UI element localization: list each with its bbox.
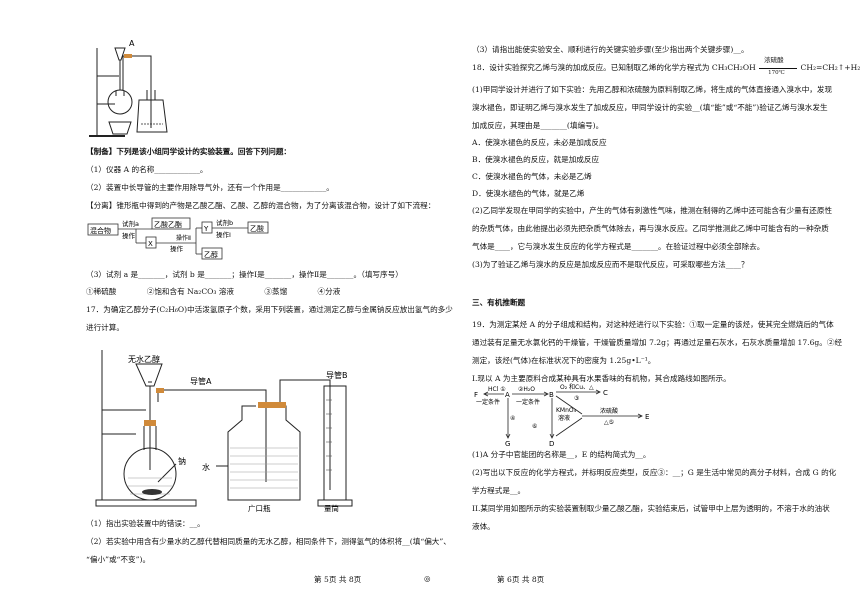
node-b: B xyxy=(549,391,554,399)
node-c: C xyxy=(603,389,608,397)
label-cylinder: 量筒 xyxy=(324,503,339,513)
flow-op-i: 操作Ⅰ xyxy=(216,230,231,239)
reaction-arrow: 浓硫酸 170℃ xyxy=(758,56,798,76)
question-17-2b: “偏小”或“不变”)。 xyxy=(86,555,151,564)
cond-solution: 溶液 xyxy=(558,414,570,422)
q18-p7: (3)为了验证乙烯与溴水的反应是加成反应而不是取代反应，可采取哪些方法____？ xyxy=(472,260,749,269)
footer-left: 第 5页 共 8页 xyxy=(314,575,362,584)
node-d: D xyxy=(549,440,554,448)
node-f: F xyxy=(474,391,478,399)
q19-sub2: (2)写出以下反应的化学方程式，并标明反应类型，反应③：__；G 是生活中常见的… xyxy=(472,468,837,477)
hydrogen-measurement-figure: 无水乙醇 导管A 导管B 钠 水 广口瓶 量筒 xyxy=(95,350,353,513)
label-tube-b: 导管B xyxy=(326,370,348,380)
q19-sub4: II.某同学用如图所示的实验装置制取少量乙酸乙酯，实验结束后，试管甲中上层为透明… xyxy=(472,504,830,513)
cond-h2o: ②H₂O xyxy=(518,386,535,393)
q18-p4: (2)乙同学发现在甲同学的实验中，产生的气体有刺激性气味，推测在制得的乙烯中还可… xyxy=(472,206,833,215)
flow-op: 操作 xyxy=(122,231,136,240)
question-3: （3）试剂 a 是_______，试剂 b 是_______；操作Ⅰ是_____… xyxy=(86,270,403,279)
label-tube-a: 导管A xyxy=(190,376,212,386)
question-1: （1）仪器 A 的名称____________。 xyxy=(86,165,208,174)
cond-o2cu: O₂ 和Cu、△ xyxy=(560,383,594,391)
question-18: 18．设计实验探究乙烯与溴的加成反应。已知制取乙烯的化学方程式为 CH₃CH₂O… xyxy=(472,56,860,76)
option-d: D．使溴水褪色的气体，就是乙烯 xyxy=(472,189,585,198)
node-e: E xyxy=(645,413,649,421)
q19-line3: 测定，该烃(气体)在标准状况下的密度为 1.25g•L⁻¹。 xyxy=(472,356,656,365)
q19-line4: I.现以 A 为主要原料合成某种具有水果香味的有机物，其合成路线如图所示。 xyxy=(472,374,731,383)
flow-op-ii: 操作Ⅱ xyxy=(176,234,191,242)
separation-intro: 【分离】锥形瓶中得到的产物是乙酸乙酯、乙酸、乙醇的混合物，为了分离该混合物，设计… xyxy=(86,201,436,210)
cond-5: △⑤ xyxy=(604,419,614,426)
section-heading: 三、有机推断题 xyxy=(472,298,526,307)
flow-y: Y xyxy=(203,225,209,233)
label-wide-bottle: 广口瓶 xyxy=(248,503,271,513)
q18-p3: 加成反应，其理由是_______(填编号)。 xyxy=(472,121,604,130)
flow-x: X xyxy=(148,240,153,248)
prep-intro: 【制备】下列是该小组同学设计的实验装置。回答下列问题： xyxy=(86,147,292,156)
cond-3: ③ xyxy=(574,395,579,402)
footer-mid: ◎ xyxy=(424,574,431,583)
separation-flowchart: 混合物 试剂a 操作 乙酸乙酯 X 操作 Y 试剂b 操作Ⅰ 乙酸 操作Ⅱ 乙醇 xyxy=(87,217,269,260)
flow-acetic-acid: 乙酸 xyxy=(250,224,264,233)
question-3-options: ①稀硫酸 ②饱和含有 Na₂CO₃ 溶液 ③蒸馏 ④分液 xyxy=(86,287,341,296)
flow-ethanol: 乙醇 xyxy=(204,250,218,259)
arrow-condition-top: 浓硫酸 xyxy=(764,56,784,64)
flow-op2: 操作 xyxy=(170,244,184,253)
cond-conc-h2so4: 浓硫酸 xyxy=(600,407,618,415)
q18-p1: (1)甲同学设计并进行了如下实验：先用乙醇和浓硫酸为原料制取乙烯，将生成的气体直… xyxy=(472,85,833,94)
cond-2: 一定条件 xyxy=(516,398,540,406)
question-17-line2: 进行计算。 xyxy=(86,323,124,332)
node-a: A xyxy=(505,391,510,399)
flow-reagent-a: 试剂a xyxy=(122,219,139,228)
node-g: G xyxy=(505,440,510,448)
option-a: A．使溴水褪色的反应，未必是加成反应 xyxy=(472,138,607,147)
cond-kmno4: KMnO₄ xyxy=(556,407,577,414)
q19-line1: 19．为测定某烃 A 的分子组成和结构，对这种烃进行以下实验：①取一定量的该烃，… xyxy=(472,320,834,329)
question-17-1: （1）指出实验装置中的错误：__。 xyxy=(86,519,205,528)
q19-sub3: 学方程式是__。 xyxy=(472,486,526,495)
label-sodium: 钠 xyxy=(178,456,186,466)
question-18-products: CH₂=CH₂↑+H₂O。 xyxy=(800,63,860,72)
q18-p6: 气体是____，它与溴水发生反应的化学方程式是_______。在验证过程中必须全… xyxy=(472,242,765,251)
q18-p2: 溴水褪色，即证明乙烯与溴水发生了加成反应，甲同学设计的实验__(填“能”或“不能… xyxy=(472,103,828,112)
esterification-apparatus-figure: A xyxy=(89,39,168,137)
question-17-2a: （2）若实验中用含有少量水的乙醇代替相同质量的无水乙醇，相同条件下，测得氢气的体… xyxy=(86,537,451,546)
arrow-line xyxy=(759,68,798,69)
flow-reagent-b: 试剂b xyxy=(216,218,233,227)
q19-sub5: 液体。 xyxy=(472,522,495,531)
q19-sub1: (1)A 分子中官能团的名称是__，E 的结构简式为__。 xyxy=(472,450,651,459)
label-water: 水 xyxy=(202,462,210,472)
cond-1: 一定条件 xyxy=(476,398,500,406)
option-b: B．使溴水褪色的反应，就是加成反应 xyxy=(472,155,600,164)
label-anhydrous-ethanol: 无水乙醇 xyxy=(128,354,160,364)
footer-right: 第 6页 共 8页 xyxy=(497,575,545,584)
label-a: A xyxy=(129,39,135,48)
cond-hcl: HCl ① xyxy=(488,386,506,393)
cond-6: ⑥ xyxy=(532,423,537,430)
question-18-text: 18．设计实验探究乙烯与溴的加成反应。已知制取乙烯的化学方程式为 CH₃CH₂O… xyxy=(472,63,756,72)
arrow-condition-bottom: 170℃ xyxy=(768,70,785,76)
cond-4: ④ xyxy=(510,415,515,422)
q18-p5: 的杂质气体，由此他提出必须先把杂质气体除去，再与溴水反应。乙同学推测此乙烯中可能… xyxy=(472,224,829,233)
flow-ethyl-acetate: 乙酸乙酯 xyxy=(154,220,182,229)
q19-line2: 通过装有足量无水氯化钙的干燥管，干燥管质量增加 7.2g；再通过足量石灰水，石灰… xyxy=(472,338,843,347)
option-c: C．使溴水褪色的气体，未必是乙烯 xyxy=(472,172,592,181)
question-2: （2）装置中长导管的主要作用除导气外，还有一个作用是____________。 xyxy=(86,183,334,192)
flow-mixture: 混合物 xyxy=(90,226,111,235)
right-q3: （3）请指出能使实验安全、顺利进行的关键实验步骤(至少指出两个关键步骤)__。 xyxy=(472,45,749,54)
question-17-line1: 17．为确定乙醇分子(C₂H₆O)中活泼氢原子个数，采用下列装置，通过测定乙醇与… xyxy=(86,305,453,314)
synthesis-scheme: F A B C D E G HCl ① 一定条件 ②H₂O 一定条件 O₂ 和C… xyxy=(474,383,649,448)
